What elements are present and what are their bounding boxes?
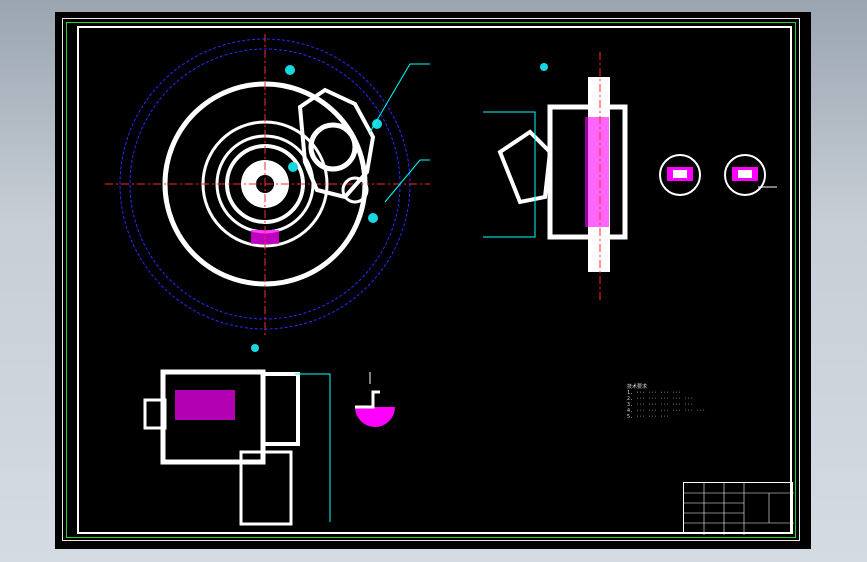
notes-heading: 技术要求	[627, 384, 648, 390]
bottom-dimension	[295, 373, 331, 522]
side-caliper-body	[547, 104, 628, 240]
section-a	[659, 154, 701, 196]
sheet-border-outer	[62, 18, 800, 541]
cad-drawing-canvas	[105, 34, 777, 526]
technical-notes: 技术要求 1. ··· ··· ··· ··· 2. ··· ··· ··· ·…	[627, 384, 737, 420]
cyan-markers	[251, 63, 548, 352]
title-block-grid	[684, 483, 794, 535]
notes-line: 4. ··· ··· ··· ··· ··· ···	[627, 408, 706, 414]
caliper-front	[297, 87, 376, 204]
leader-2	[384, 159, 430, 203]
notes-line: 5. ··· ··· ···	[627, 414, 670, 420]
notes-line: 3. ··· ··· ··· ··· ···	[627, 402, 694, 408]
leader-1	[369, 63, 430, 133]
title-block	[683, 482, 794, 535]
side-bracket	[497, 129, 553, 205]
front-view	[105, 34, 548, 352]
sheet-border-green	[66, 22, 796, 538]
sheet-border-inner	[77, 26, 792, 534]
drawing-sheet: 技术要求 1. ··· ··· ··· ··· 2. ··· ··· ··· ·…	[55, 12, 811, 549]
side-dimension	[483, 111, 536, 238]
bottom-view	[143, 369, 331, 526]
notes-line: 2. ··· ··· ··· ··· ···	[627, 396, 694, 402]
side-hatch	[585, 117, 609, 227]
bottom-plate	[239, 450, 293, 526]
side-view	[483, 52, 628, 302]
detail-section	[355, 372, 395, 427]
notes-line: 1. ··· ··· ··· ···	[627, 390, 682, 396]
section-b	[724, 154, 777, 196]
